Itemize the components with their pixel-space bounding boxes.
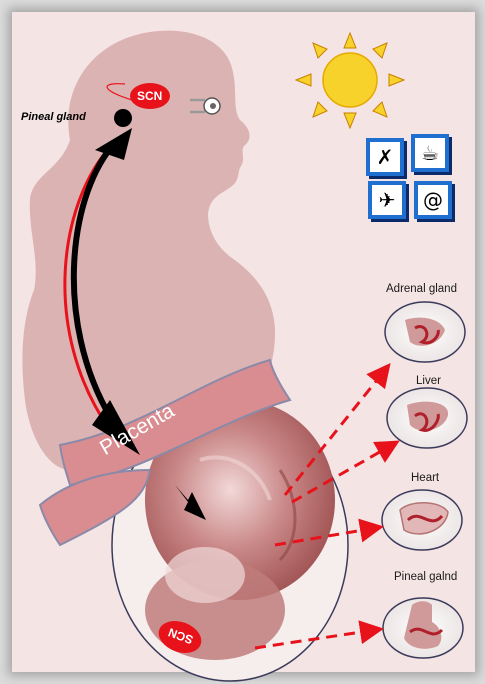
at-sign-icon: @ [414, 181, 452, 219]
coffee-cup-icon: ☕ [411, 134, 449, 172]
fork-knife-icon: ✗ [366, 138, 404, 176]
organ-label-liver: Liver [416, 375, 441, 387]
organ-label-pineal: Pineal galnd [394, 571, 457, 583]
pineal-dot [114, 109, 132, 127]
airplane-icon: ✈ [368, 181, 406, 219]
pineal-gland-label: Pineal gland [21, 111, 86, 123]
sun-icon [296, 33, 404, 128]
organ-liver [387, 388, 467, 448]
organ-label-adrenal: Adrenal gland [386, 283, 457, 295]
organ-label-heart: Heart [411, 472, 439, 484]
organ-pineal [383, 598, 463, 658]
organ-heart [382, 490, 462, 550]
scn-top-label: SCN [137, 89, 162, 103]
organ-adrenal [385, 302, 465, 362]
